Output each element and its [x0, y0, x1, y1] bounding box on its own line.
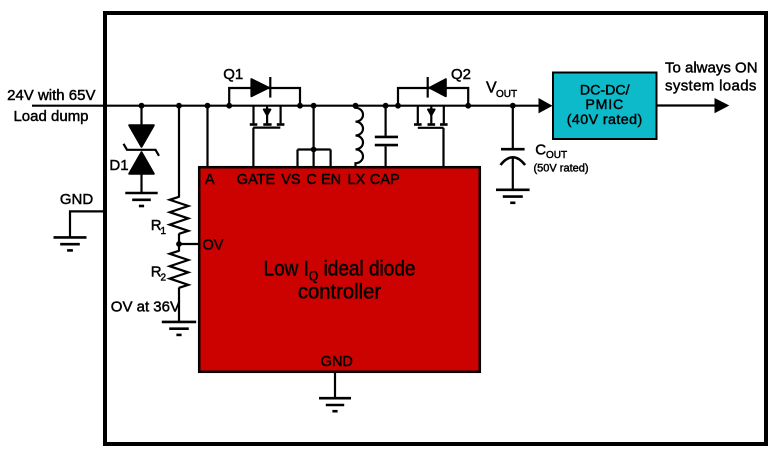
- svg-text:C: C: [306, 172, 316, 188]
- svg-text:V: V: [486, 80, 497, 97]
- svg-text:DC-DC/: DC-DC/: [580, 83, 630, 99]
- svg-text:OV at 36V: OV at 36V: [111, 298, 180, 315]
- svg-text:2: 2: [161, 273, 167, 284]
- svg-text:A: A: [205, 172, 215, 188]
- svg-text:EN: EN: [321, 172, 341, 188]
- svg-text:24V with 65V: 24V with 65V: [7, 87, 95, 104]
- svg-text:LX: LX: [348, 172, 366, 188]
- svg-text:1: 1: [161, 226, 167, 237]
- svg-text:GATE: GATE: [237, 172, 276, 188]
- svg-text:GND: GND: [60, 191, 94, 208]
- svg-text:Low IQ ideal diode: Low IQ ideal diode: [264, 258, 416, 284]
- svg-text:Q2: Q2: [451, 66, 471, 83]
- svg-text:PMIC: PMIC: [585, 97, 624, 113]
- svg-text:Load dump: Load dump: [13, 108, 88, 125]
- svg-text:R: R: [151, 217, 162, 234]
- svg-text:GND: GND: [321, 354, 353, 370]
- svg-text:(40V rated): (40V rated): [567, 112, 643, 128]
- svg-text:D1: D1: [109, 157, 128, 174]
- svg-text:Q1: Q1: [223, 66, 243, 83]
- svg-text:OUT: OUT: [496, 89, 517, 100]
- svg-text:controller: controller: [298, 280, 381, 304]
- svg-text:OUT: OUT: [546, 150, 567, 161]
- svg-text:To always ON: To always ON: [665, 59, 758, 76]
- svg-text:CAP: CAP: [370, 172, 400, 188]
- svg-text:R: R: [151, 264, 162, 281]
- svg-text:OV: OV: [203, 237, 224, 253]
- svg-text:C: C: [535, 142, 546, 159]
- svg-text:system loads: system loads: [665, 78, 757, 95]
- svg-text:VS: VS: [281, 172, 300, 188]
- svg-text:(50V rated): (50V rated): [534, 163, 589, 175]
